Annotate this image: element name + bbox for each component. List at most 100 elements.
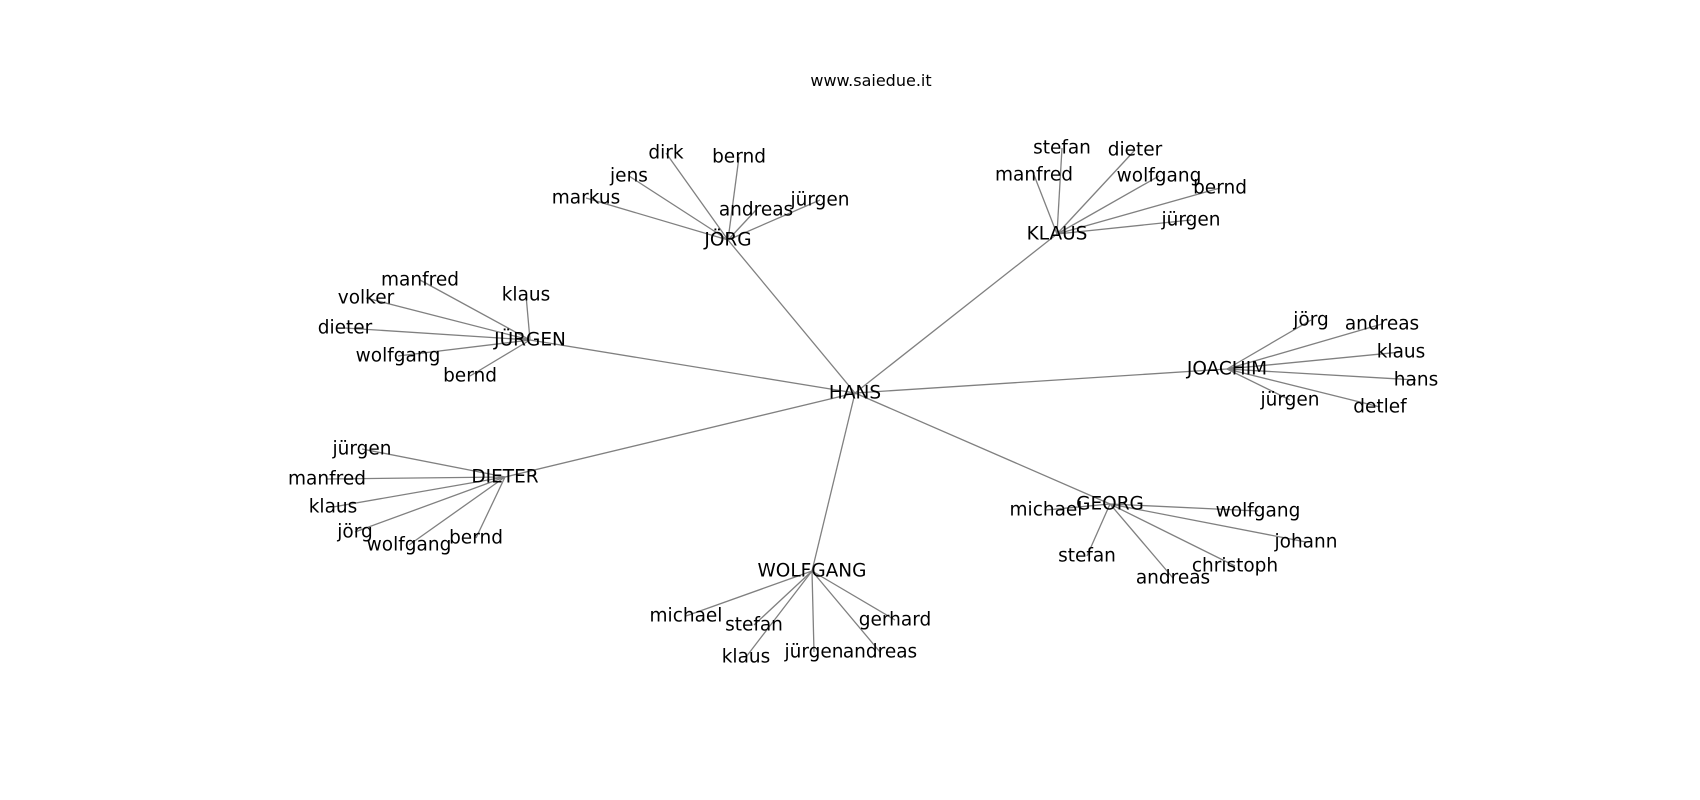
- hub-node-label: JÖRG: [703, 229, 751, 251]
- edge-hub-leaf: [419, 279, 531, 341]
- leaf-node-label: wolfgang: [1216, 501, 1301, 522]
- leaf-node-label: michael: [650, 606, 723, 627]
- hub-node-label: GEORG: [1076, 494, 1144, 515]
- edge-hub-leaf: [665, 152, 729, 241]
- leaf-node-label: johann: [1274, 532, 1338, 553]
- leaf-node-label: jürgen: [784, 642, 844, 663]
- edge-hub-leaf: [727, 156, 740, 241]
- leaf-node-label: dieter: [318, 318, 373, 339]
- leaf-node-label: jens: [609, 166, 648, 187]
- leaf-node-label: jürgen: [790, 190, 850, 211]
- edge-root-hub: [811, 392, 856, 572]
- edge-hub-leaf: [1226, 368, 1291, 401]
- edge-hub-leaf: [1056, 175, 1160, 235]
- leaf-node-label: dirk: [648, 143, 683, 164]
- leaf-node-label: andreas: [843, 642, 917, 663]
- leaf-node-label: jürgen: [1161, 210, 1221, 231]
- edge-root-hub: [727, 239, 856, 394]
- hub-node-label: JOACHIM: [1186, 359, 1267, 380]
- leaf-node-label: stefan: [725, 615, 783, 636]
- edge-hub-leaf: [365, 297, 531, 341]
- leaf-node-label: jürgen: [332, 439, 392, 460]
- edge-root-hub: [854, 233, 1058, 394]
- edge-hub-leaf: [326, 476, 506, 480]
- leaf-node-label: jörg: [336, 522, 372, 543]
- leaf-node-label: jörg: [1292, 310, 1328, 331]
- hub-node-label: JÜRGEN: [493, 329, 566, 351]
- edge-hub-leaf: [811, 570, 815, 653]
- leaf-node-label: andreas: [1136, 568, 1210, 589]
- edge-hub-leaf: [1226, 319, 1312, 370]
- edges: [326, 147, 1417, 658]
- leaf-node-label: hans: [1394, 370, 1438, 391]
- edge-hub-leaf: [1109, 503, 1259, 512]
- edge-hub-leaf: [727, 199, 821, 241]
- leaf-node-label: gerhard: [859, 610, 932, 631]
- leaf-node-label: bernd: [443, 366, 497, 387]
- edge-hub-leaf: [1109, 503, 1174, 579]
- edge-root-hub: [504, 392, 856, 478]
- leaf-node-label: klaus: [1377, 342, 1426, 363]
- edge-hub-leaf: [1033, 174, 1058, 235]
- leaf-node-label: detlef: [1353, 397, 1407, 418]
- edge-root-hub: [529, 339, 856, 394]
- edge-hub-leaf: [1226, 368, 1381, 408]
- edge-hub-leaf: [1226, 368, 1417, 381]
- leaf-node-label: markus: [552, 188, 620, 209]
- leaf-node-label: andreas: [1345, 314, 1419, 335]
- edge-hub-leaf: [1056, 187, 1221, 235]
- edge-hub-leaf: [1056, 219, 1192, 235]
- leaf-node-label: bernd: [449, 528, 503, 549]
- edge-hub-leaf: [628, 175, 729, 241]
- edge-hub-leaf: [408, 476, 506, 546]
- edge-hub-leaf: [344, 327, 531, 341]
- site-title: www.saiedue.it: [810, 71, 932, 90]
- edge-hub-leaf: [727, 209, 757, 241]
- edge-root-hub: [854, 368, 1228, 394]
- leaf-node-label: manfred: [288, 469, 366, 490]
- edge-hub-leaf: [1045, 503, 1111, 511]
- leaf-node-label: christoph: [1192, 556, 1278, 577]
- leaf-node-label: wolfgang: [356, 346, 441, 367]
- leaf-node-label: manfred: [381, 270, 459, 291]
- edge-root-hub: [854, 392, 1111, 505]
- leaf-node-label: volker: [338, 288, 395, 309]
- leaf-node-label: andreas: [719, 200, 793, 221]
- hub-node-label: DIETER: [471, 467, 538, 488]
- leaf-node-label: jürgen: [1260, 390, 1320, 411]
- leaf-node-label: stefan: [1058, 546, 1116, 567]
- edge-hub-leaf: [1056, 149, 1136, 235]
- edge-hub-leaf: [745, 570, 813, 658]
- leaf-node-label: bernd: [1193, 178, 1247, 199]
- root-node-label: HANS: [829, 383, 881, 404]
- edge-hub-leaf: [585, 197, 729, 241]
- edge-hub-leaf: [685, 570, 813, 617]
- leaf-node-label: wolfgang: [1117, 166, 1202, 187]
- edge-hub-leaf: [811, 570, 896, 621]
- leaf-node-label: manfred: [995, 165, 1073, 186]
- hub-node-label: KLAUS: [1027, 224, 1088, 245]
- edge-hub-leaf: [397, 339, 531, 357]
- edge-hub-leaf: [1109, 503, 1307, 543]
- edge-hub-leaf: [361, 448, 506, 478]
- edge-hub-leaf: [1056, 147, 1063, 235]
- leaf-node-label: stefan: [1033, 138, 1091, 159]
- edge-hub-leaf: [332, 476, 506, 508]
- edge-hub-leaf: [753, 570, 813, 626]
- edge-hub-leaf: [475, 476, 506, 539]
- edge-hub-leaf: [1226, 351, 1402, 370]
- leaf-node-label: bernd: [712, 147, 766, 168]
- leaf-node-label: klaus: [309, 497, 358, 518]
- edge-hub-leaf: [354, 476, 506, 533]
- edge-hub-leaf: [1109, 503, 1236, 567]
- edge-hub-leaf: [469, 339, 531, 377]
- edge-hub-leaf: [525, 294, 531, 341]
- leaf-node-label: wolfgang: [367, 535, 452, 556]
- edge-hub-leaf: [1086, 503, 1111, 557]
- edge-hub-leaf: [1226, 323, 1383, 370]
- leaf-node-label: michael: [1010, 500, 1083, 521]
- leaf-node-label: klaus: [722, 647, 771, 668]
- leaf-node-label: klaus: [502, 285, 551, 306]
